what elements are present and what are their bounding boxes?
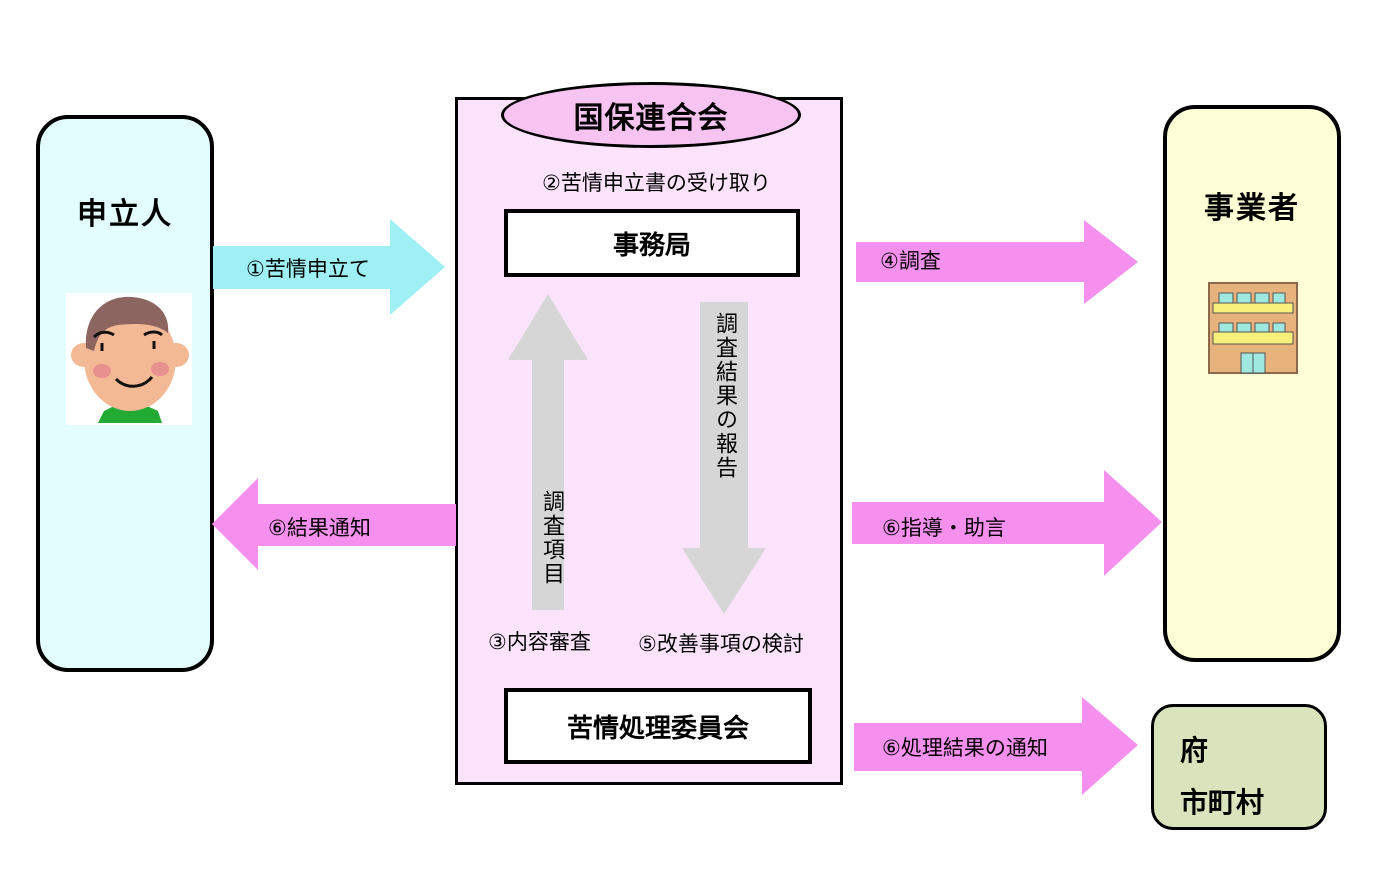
up-arrow (508, 294, 588, 610)
government-box: 府 市町村 (1151, 704, 1327, 830)
person-face-icon (66, 293, 192, 425)
org-name-ellipse: 国保連合会 (501, 82, 801, 148)
building-icon (1208, 282, 1298, 374)
provider-title: 事業者 (1204, 191, 1300, 226)
down-arrow (682, 302, 766, 614)
process-notice-arrow (854, 697, 1138, 795)
result-notice-arrow (212, 478, 456, 570)
result-notice-arrow-label: ⑥結果通知 (268, 516, 371, 540)
guidance-arrow-label: ⑥指導・助言 (882, 516, 1006, 540)
committee-box: 苦情処理委員会 (504, 688, 812, 764)
applicant-box: 申立人 (36, 115, 214, 672)
complaint-arrow-label: ①苦情申立て (246, 257, 370, 281)
committee-label: 苦情処理委員会 (566, 713, 749, 744)
government-line1: 府 (1180, 734, 1209, 767)
investigation-arrow-label: ④調査 (880, 249, 941, 273)
government-line2: 市町村 (1180, 786, 1265, 819)
down-arrow-label: 調査結果の報告 (712, 312, 737, 480)
provider-box: 事業者 (1163, 105, 1341, 662)
step3-label: ③内容審査 (488, 630, 591, 654)
investigation-arrow (856, 220, 1138, 304)
receipt-step-label: ②苦情申立書の受け取り (542, 171, 771, 195)
office-label: 事務局 (612, 230, 691, 261)
applicant-title: 申立人 (77, 197, 173, 232)
complaint-arrow (213, 219, 445, 315)
process-notice-arrow-label: ⑥処理結果の通知 (882, 736, 1048, 760)
org-name: 国保連合会 (573, 101, 729, 136)
up-arrow-label: 調査項目 (539, 490, 564, 586)
guidance-arrow (852, 470, 1162, 576)
step5-label: ⑤改善事項の検討 (638, 632, 804, 656)
office-box: 事務局 (504, 209, 800, 277)
